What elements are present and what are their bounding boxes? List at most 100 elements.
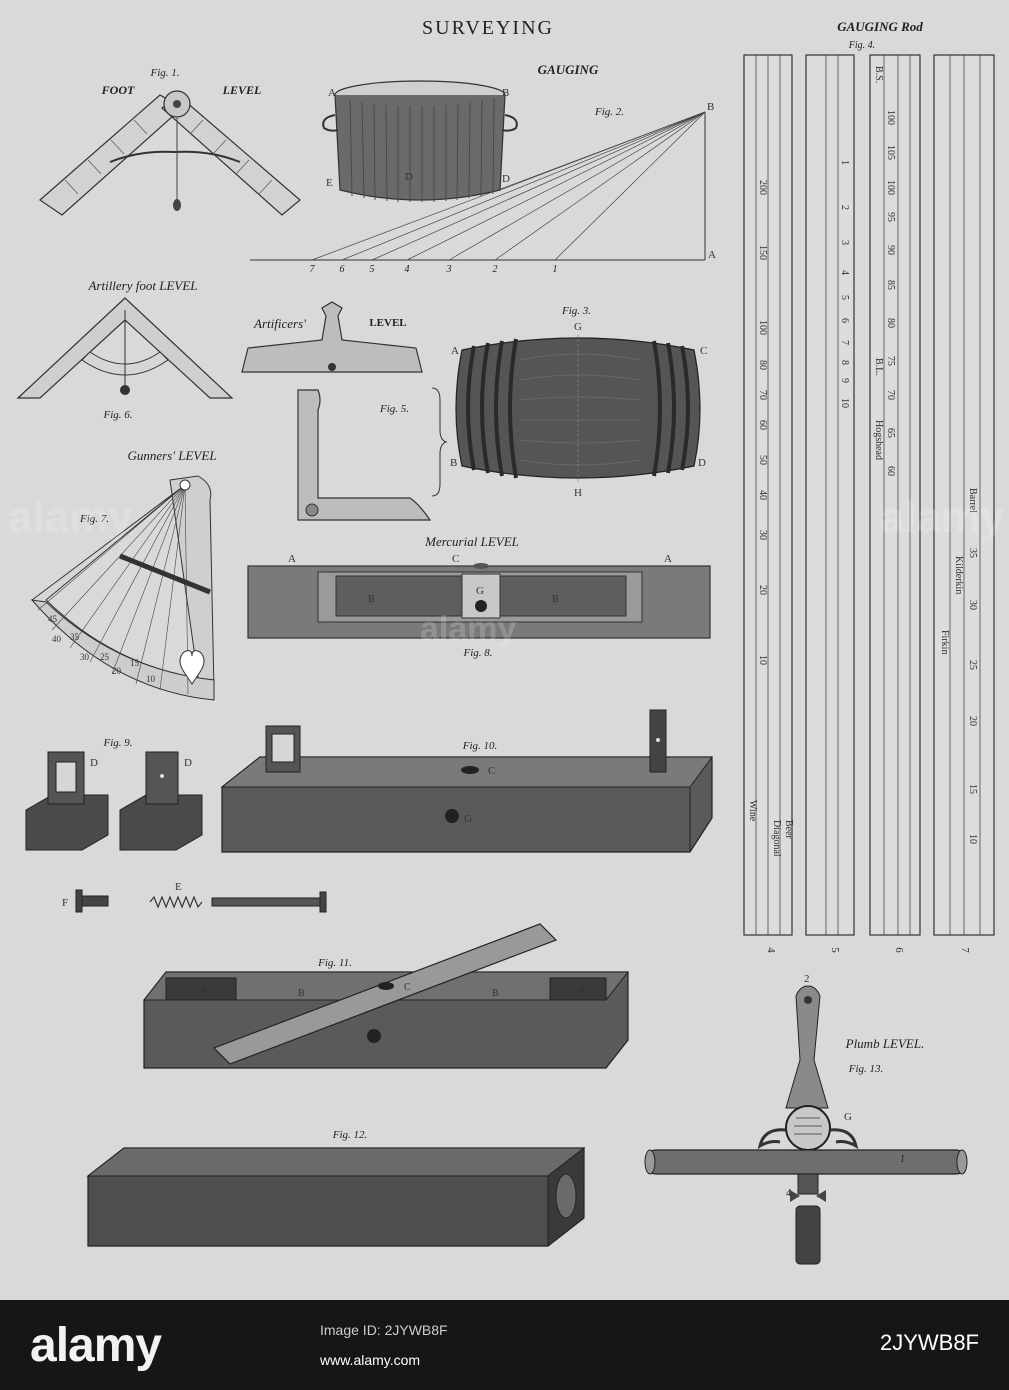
- rod5-mark-5: 5: [839, 295, 850, 300]
- sight-blocks-figure: Fig. 9. D D: [25, 737, 203, 851]
- fig13-letter-g: G: [844, 1111, 852, 1123]
- rod6-mark-85: 85: [885, 280, 896, 290]
- fig2-label: Fig. 2.: [594, 106, 624, 118]
- gauging-rod-title: GAUGING Rod: [837, 19, 923, 34]
- rod4-mark-30: 30: [757, 530, 768, 540]
- fig7-scale-10: 10: [146, 674, 156, 684]
- rod6-number: 6: [893, 947, 905, 953]
- fig9-label: Fig. 9.: [102, 737, 132, 749]
- rod7-label-firkin: Firkin: [939, 630, 950, 654]
- fig3-letter-h: H: [574, 487, 582, 499]
- rod4-mark-100: 100: [757, 320, 768, 335]
- fig13-caption: Plumb LEVEL.: [845, 1036, 925, 1051]
- fig2-scale-3: 3: [446, 264, 452, 275]
- fig8-letter-b2: B: [552, 594, 559, 605]
- fig10-label: Fig. 10.: [462, 740, 498, 752]
- stock-footer-bar: alamy Image ID: 2JYWB8F www.alamy.com 2J…: [0, 1300, 1009, 1390]
- watermark-center: alamy: [420, 610, 516, 648]
- sight-level-figure: Fig. 10. C G F E: [62, 709, 713, 913]
- rod7-label-kilderkin: Kilderkin: [953, 556, 964, 594]
- gauging-title: GAUGING: [538, 62, 599, 77]
- fig7-label: Fig. 7.: [79, 513, 109, 525]
- gauging-rod-5: 5 1 2 3 4 5 6 7 8 9 10: [805, 54, 855, 953]
- rod6-mark-100b: 100: [885, 180, 896, 195]
- fig8-label: Fig. 8.: [462, 647, 492, 659]
- fig2-letter-b2: B: [707, 101, 714, 113]
- rod4-mark-10: 10: [757, 655, 768, 665]
- fig2-letter-e: E: [326, 177, 333, 189]
- fig7-scale-25: 25: [100, 652, 110, 662]
- fig8-letter-a1: A: [288, 553, 296, 565]
- alamy-logo[interactable]: alamy: [30, 1319, 162, 1372]
- fig7-caption: Gunners' LEVEL: [127, 448, 216, 463]
- rod6-mark-70: 70: [885, 390, 896, 400]
- fig8-letter-b1: B: [368, 594, 375, 605]
- gunners-level-figure: Gunners' LEVEL Fig. 7. 45 40 35 30 25 20…: [30, 448, 217, 701]
- fig2-letter-b: B: [502, 87, 509, 99]
- fig3-letter-g: G: [574, 321, 582, 333]
- fig7-scale-35: 35: [70, 632, 80, 642]
- fig2-letter-d1: D: [405, 171, 413, 183]
- rod4-mark-150: 150: [757, 245, 768, 260]
- rod7-mark-20: 20: [967, 716, 978, 726]
- fig4-label: Fig. 4.: [848, 40, 875, 51]
- rod5-number: 5: [829, 947, 841, 953]
- fig7-scale-15: 15: [130, 658, 140, 668]
- rod6-mark-100a: 100: [885, 110, 896, 125]
- rod4-mark-60: 60: [757, 420, 768, 430]
- fig2-scale-2: 2: [493, 264, 498, 275]
- foot-level-figure: Fig. 1. FOOT LEVEL: [39, 67, 301, 216]
- website-link[interactable]: www.alamy.com: [320, 1352, 421, 1368]
- fig11-letter-c: C: [404, 982, 411, 993]
- rod5-mark-1: 1: [839, 160, 850, 165]
- fig8-letter-a2: A: [664, 553, 672, 565]
- rod5-mark-6: 6: [839, 318, 850, 323]
- plumb-level-figure: Plumb LEVEL. Fig. 13. 2 G 1 4: [644, 973, 968, 1265]
- square-level-figure: Fig. 5.: [297, 387, 448, 521]
- fig13-label: Fig. 13.: [848, 1063, 884, 1075]
- rod6-mark-65: 65: [885, 428, 896, 438]
- rod5-mark-10: 10: [839, 398, 850, 408]
- rod4-mark-20: 20: [757, 585, 768, 595]
- fig2-scale-5: 5: [370, 264, 375, 275]
- fig3-label: Fig. 3.: [561, 305, 591, 317]
- fig11-letter-b1: B: [298, 988, 305, 999]
- fig1-caption-left: FOOT: [101, 83, 135, 97]
- rod5-mark-7: 7: [839, 340, 850, 345]
- artillery-level-figure: Artillery foot LEVEL Fig. 6.: [16, 278, 234, 421]
- gauging-tub-figure: Fig. 2. A B E D D B A 7 6 5 4 3 2 1: [250, 80, 716, 275]
- fig3-letter-c: C: [700, 345, 707, 357]
- rod6-mark-75: 75: [885, 356, 896, 366]
- watermark-left: alamy: [8, 493, 133, 542]
- watermark-right: alamy: [880, 493, 1005, 542]
- rod5-mark-8: 8: [839, 360, 850, 365]
- gauging-rods-figure: Fig. 4. 4 Wine Diagonal Beer 200 150 100…: [743, 40, 995, 953]
- fig2-scale-6: 6: [340, 264, 345, 275]
- plate-title: SURVEYING: [422, 17, 554, 39]
- rod4-mark-80: 80: [757, 360, 768, 370]
- fig8-caption: Mercurial LEVEL: [424, 534, 519, 549]
- fig6-caption: Artillery foot LEVEL: [87, 278, 197, 293]
- fig7-scale-40: 40: [52, 634, 62, 644]
- fig9-letter-d1: D: [90, 757, 98, 769]
- rod4-label-wine: Wine: [747, 800, 758, 822]
- barrel-figure: Fig. 3. G A C B D H: [450, 305, 707, 499]
- rod4-mark-40: 40: [757, 490, 768, 500]
- rod7-label-barrel: Barrel: [967, 488, 978, 513]
- fig3-letter-b: B: [450, 457, 457, 469]
- fig10-letter-c: C: [488, 765, 495, 777]
- fig13-letter-1: 1: [900, 1154, 905, 1165]
- fig7-scale-30: 30: [80, 652, 90, 662]
- plate-drawing: SURVEYING GAUGING Rod GAUGING Fig. 1. FO…: [8, 17, 1005, 1265]
- mercurial-level-figure: Mercurial LEVEL A C A B G B Fig. 8.: [247, 534, 711, 659]
- rod7-mark-30: 30: [967, 600, 978, 610]
- rod7-mark-10: 10: [967, 834, 978, 844]
- rod5-mark-9: 9: [839, 378, 850, 383]
- rod6-mark-60: 60: [885, 466, 896, 476]
- fig11-letter-a1: A: [200, 986, 208, 997]
- rod4-label-beer: Beer: [783, 820, 794, 840]
- rod6-mark-95: 95: [885, 212, 896, 222]
- fig7-scale-20: 20: [112, 666, 122, 676]
- fig2-letter-a: A: [328, 87, 336, 99]
- fig2-scale-1: 1: [553, 264, 558, 275]
